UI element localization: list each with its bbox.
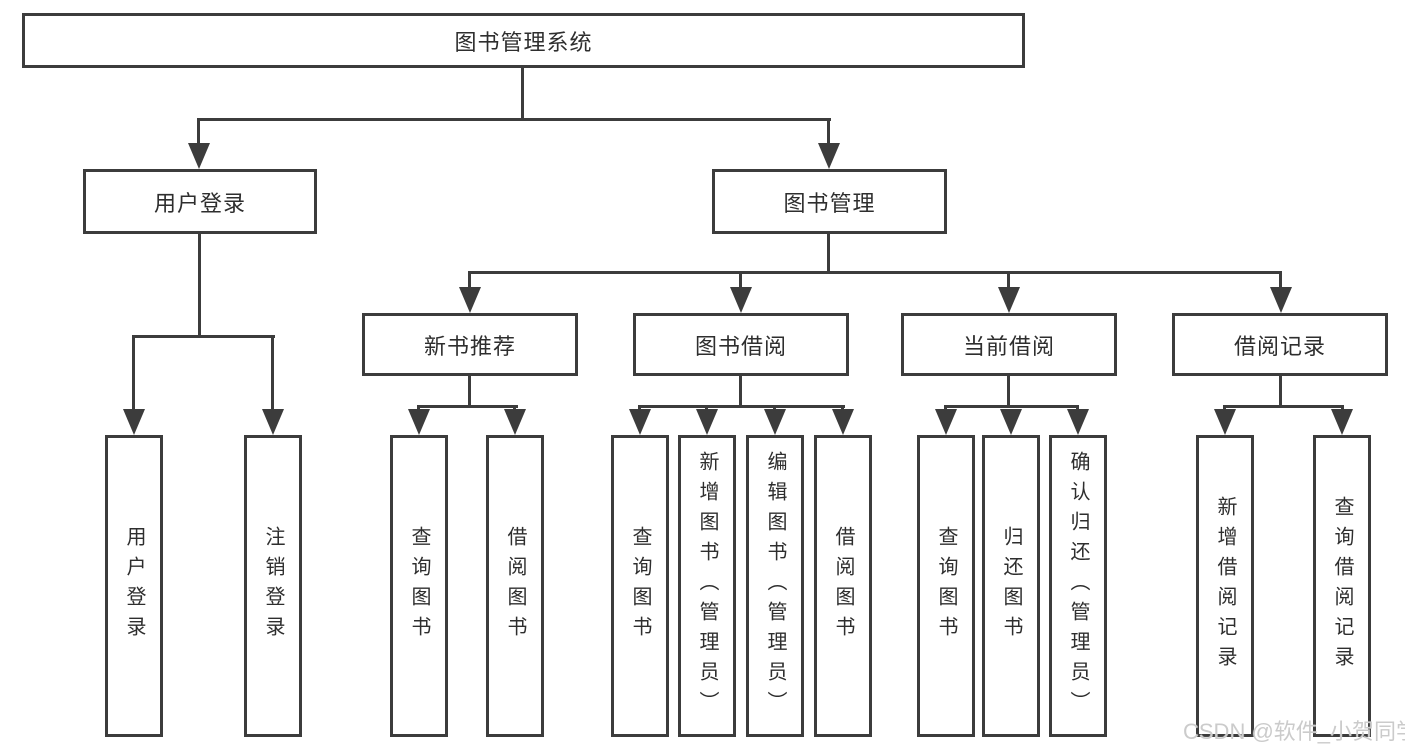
node-system-root: 图书管理系统 [22,13,1025,68]
connector-line [827,233,830,274]
node-user-login-label: 用户登录 [153,190,246,216]
arrow-down-icon [1270,287,1292,313]
node-borrow-records: 借阅记录 [1172,313,1388,376]
arrow-down-icon [408,409,430,435]
node-book-management: 图书管理 [712,169,947,234]
arrow-down-icon [696,409,718,435]
leaf-current-return-books: 归还图书 [982,435,1040,737]
node-current-borrow-label: 当前借阅 [962,333,1055,359]
connector-line [944,405,947,412]
leaf-logout: 注销登录 [244,435,302,737]
arrow-down-icon [730,287,752,313]
connector-line [1341,405,1344,412]
leaf-borrow-borrow-books: 借阅图书 [814,435,872,737]
connector-line [132,335,135,412]
arrow-down-icon [998,287,1020,313]
arrow-down-icon [1067,409,1089,435]
connector-line [132,335,275,338]
arrow-down-icon [832,409,854,435]
watermark: CSDN @软件_小贺同学 [1183,719,1405,744]
connector-line [417,405,420,412]
arrow-down-icon [188,143,210,169]
connector-line [1007,375,1010,408]
connector-line [468,271,471,290]
arrow-down-icon [1000,409,1022,435]
node-system-root-label: 图书管理系统 [454,29,593,55]
connector-line [705,405,708,412]
arrow-down-icon [504,409,526,435]
connector-line [197,118,200,146]
arrow-down-icon [459,287,481,313]
connector-line [271,335,274,412]
leaf-records-query-record: 查询借阅记录 [1313,435,1371,737]
connector-line [944,405,1079,408]
connector-line [1279,375,1282,408]
connector-line [638,405,845,408]
arrow-down-icon [1214,409,1236,435]
leaf-recommend-query-books: 查询图书 [390,435,448,737]
node-user-login: 用户登录 [83,169,317,234]
arrow-down-icon [262,409,284,435]
leaf-borrow-edit-books-admin: 编辑图书（管理员） [746,435,804,737]
connector-line [197,118,831,121]
node-book-borrow: 图书借阅 [633,313,849,376]
leaf-borrow-add-books-admin: 新增图书（管理员） [678,435,736,737]
connector-line [198,232,201,338]
node-current-borrow: 当前借阅 [901,313,1117,376]
connector-line [468,375,471,408]
connector-line [1223,405,1344,408]
connector-line [513,405,516,412]
connector-line [1223,405,1226,412]
connector-line [841,405,844,412]
leaf-records-add-record: 新增借阅记录 [1196,435,1254,737]
connector-line [827,118,830,146]
arrow-down-icon [764,409,786,435]
arrow-down-icon [818,143,840,169]
leaf-user-login: 用户登录 [105,435,163,737]
connector-line [521,68,524,121]
node-book-management-label: 图书管理 [783,190,876,216]
node-new-book-recommend: 新书推荐 [362,313,578,376]
leaf-current-confirm-return-admin: 确认归还（管理员） [1049,435,1107,737]
leaf-recommend-borrow-books: 借阅图书 [486,435,544,737]
arrow-down-icon [935,409,957,435]
arrow-down-icon [629,409,651,435]
connector-line [468,271,1282,274]
arrow-down-icon [123,409,145,435]
connector-line [1007,271,1010,290]
connector-line [739,375,742,408]
connector-line [773,405,776,412]
connector-line [1279,271,1282,290]
node-book-borrow-label: 图书借阅 [694,333,787,359]
node-new-book-recommend-label: 新书推荐 [423,333,516,359]
connector-line [739,271,742,290]
node-borrow-records-label: 借阅记录 [1233,333,1326,359]
leaf-borrow-query-books: 查询图书 [611,435,669,737]
leaf-current-query-books: 查询图书 [917,435,975,737]
arrow-down-icon [1331,409,1353,435]
connector-line [1076,405,1079,412]
connector-line [417,405,518,408]
connector-line [638,405,641,412]
